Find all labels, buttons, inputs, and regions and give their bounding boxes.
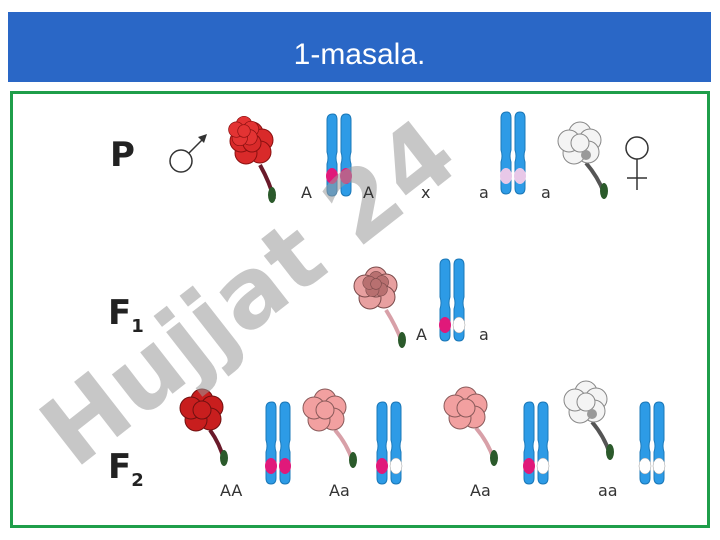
page-title: 1-masala. [293, 38, 426, 71]
red-flower-icon [179, 388, 228, 466]
chromosome-aa-heterozygous-1 [376, 401, 403, 485]
chromosome-aa-f2 [265, 401, 291, 485]
allele-f1-2: a [479, 325, 489, 344]
white-flower-icon [563, 380, 614, 460]
female-symbol-icon [625, 136, 649, 190]
title-bar: 1-masala. [8, 12, 711, 82]
allele-p-left-2: A [363, 183, 374, 202]
allele-f1-1: A [416, 325, 427, 344]
chromosome-recessive-f2 [638, 401, 666, 485]
white-flower-icon [557, 121, 608, 199]
genotype-f2-2: Aa [329, 481, 350, 500]
pink-flower-icon [302, 388, 357, 468]
cross-symbol: x [421, 183, 431, 202]
chromosome-aa-heterozygous-2 [523, 401, 550, 485]
allele-p-right-1: a [479, 183, 489, 202]
allele-p-left-1: A [301, 183, 312, 202]
row-label-f2: F2 [108, 447, 144, 491]
content-frame [10, 91, 710, 528]
male-symbol-icon [169, 134, 207, 173]
genotype-f2-1: AA [220, 481, 243, 500]
genotype-f2-4: aa [598, 481, 618, 500]
row-label-f1: F1 [108, 293, 144, 337]
allele-p-right-2: a [541, 183, 551, 202]
genotype-f2-3: Aa [470, 481, 491, 500]
red-flower-icon [228, 115, 276, 203]
chromosome-recessive-parent [500, 111, 526, 195]
pink-flower-icon [353, 266, 406, 348]
chromosome-aa-f1 [439, 258, 466, 342]
pink-flower-icon [443, 386, 498, 466]
row-label-p: P [110, 135, 135, 175]
chromosome-aa-parent [326, 113, 352, 197]
